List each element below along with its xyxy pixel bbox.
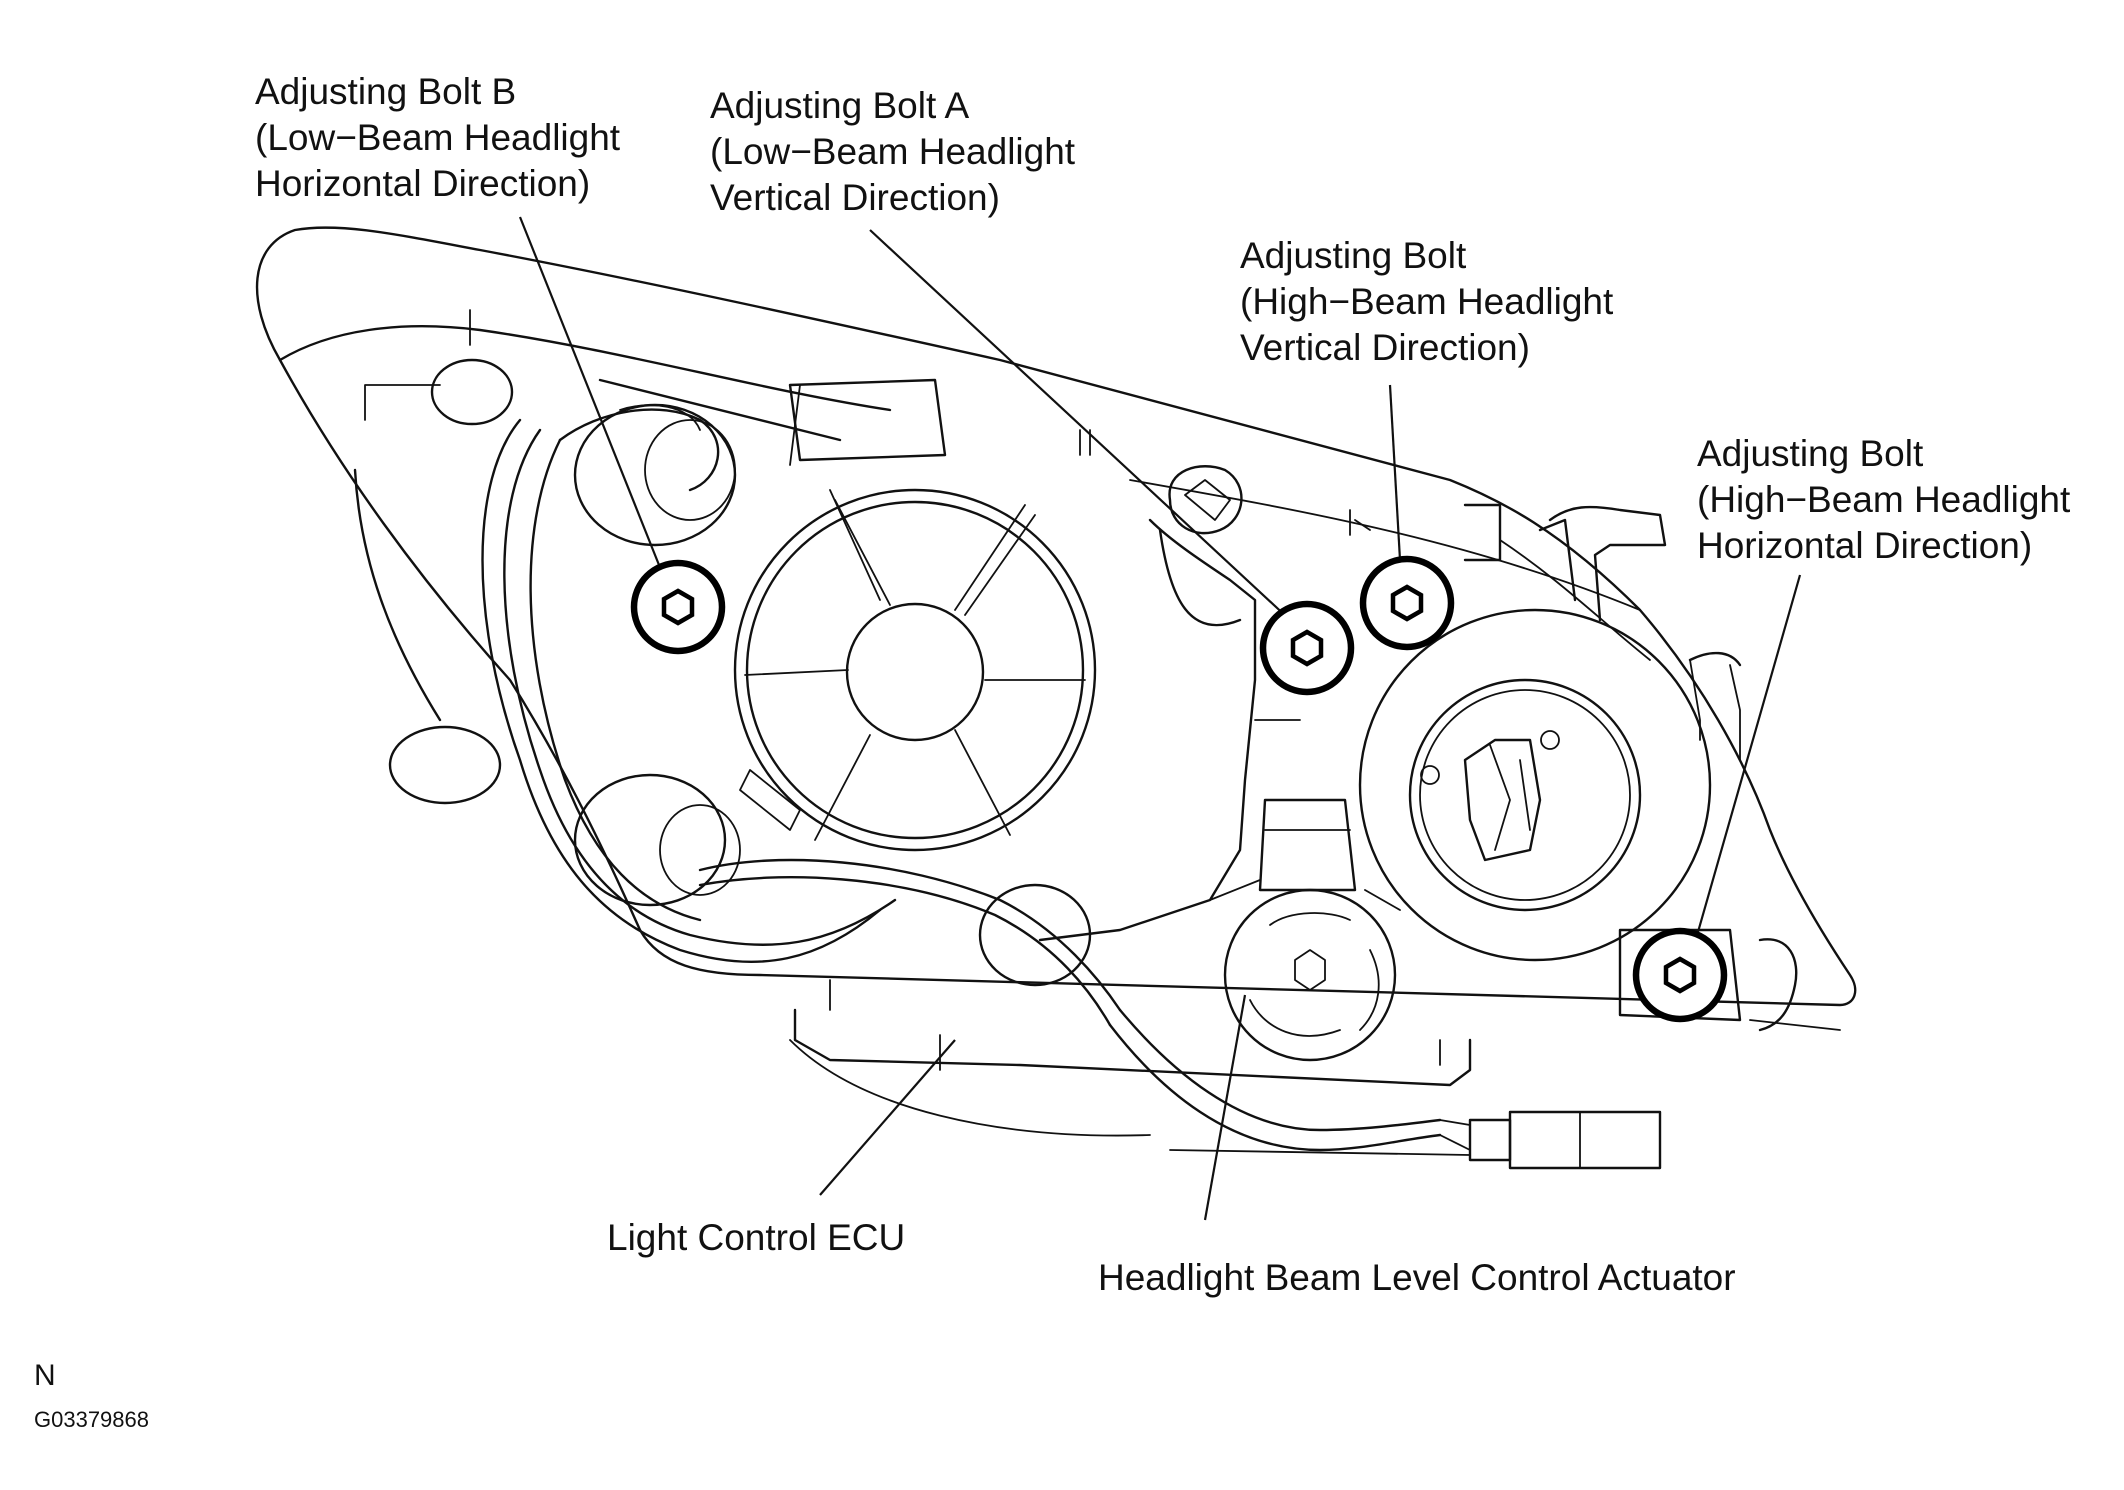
label-bolt-hb-vertical-line-3: Vertical Direction) bbox=[1240, 327, 1530, 368]
label-bolt-b: Adjusting Bolt B (Low−Beam Headlight Hor… bbox=[255, 71, 630, 204]
corner-letter: N bbox=[34, 1359, 56, 1392]
leader-light-control-ecu bbox=[819, 1039, 956, 1196]
label-bolt-a-line-2: (Low−Beam Headlight bbox=[710, 131, 1076, 172]
leader-bolt-b bbox=[518, 216, 667, 581]
label-bolt-b-line-1: Adjusting Bolt B bbox=[255, 71, 516, 112]
label-bolt-hb-horizontal-line-1: Adjusting Bolt bbox=[1697, 433, 1924, 474]
bolt-hb-horizontal-marker bbox=[1632, 927, 1728, 1023]
label-bolt-a-line-1: Adjusting Bolt A bbox=[710, 85, 969, 126]
headlight-assembly-drawing bbox=[255, 226, 1857, 1170]
label-bolt-hb-horizontal-line-2: (High−Beam Headlight bbox=[1697, 479, 2071, 520]
bolt-a-marker bbox=[1259, 600, 1355, 696]
label-bolt-hb-horizontal-line-3: Horizontal Direction) bbox=[1697, 525, 2032, 566]
leader-bolt-hb-horizontal bbox=[1688, 574, 1802, 961]
bolt-hb-vertical-marker bbox=[1359, 555, 1455, 651]
label-bolt-hb-vertical-line-2: (High−Beam Headlight bbox=[1240, 281, 1614, 322]
leader-beam-level-actuator bbox=[1203, 994, 1247, 1221]
label-bolt-a: Adjusting Bolt A (Low−Beam Headlight Ver… bbox=[710, 85, 1085, 218]
label-bolt-hb-vertical: Adjusting Bolt (High−Beam Headlight Vert… bbox=[1240, 235, 1624, 368]
label-bolt-a-line-3: Vertical Direction) bbox=[710, 177, 1000, 218]
leader-bolt-hb-vertical bbox=[1388, 384, 1402, 561]
leader-lines bbox=[518, 216, 1802, 1221]
bolt-b-marker bbox=[630, 559, 726, 655]
leader-bolt-a bbox=[869, 229, 1291, 621]
label-bolt-hb-vertical-line-1: Adjusting Bolt bbox=[1240, 235, 1467, 276]
label-beam-level-actuator: Headlight Beam Level Control Actuator bbox=[1098, 1257, 1736, 1298]
figure-code: G03379868 bbox=[34, 1407, 149, 1432]
label-bolt-hb-horizontal: Adjusting Bolt (High−Beam Headlight Hori… bbox=[1697, 433, 2081, 566]
label-light-control-ecu: Light Control ECU bbox=[607, 1217, 905, 1258]
label-bolt-b-line-2: (Low−Beam Headlight bbox=[255, 117, 621, 158]
label-bolt-b-line-3: Horizontal Direction) bbox=[255, 163, 590, 204]
